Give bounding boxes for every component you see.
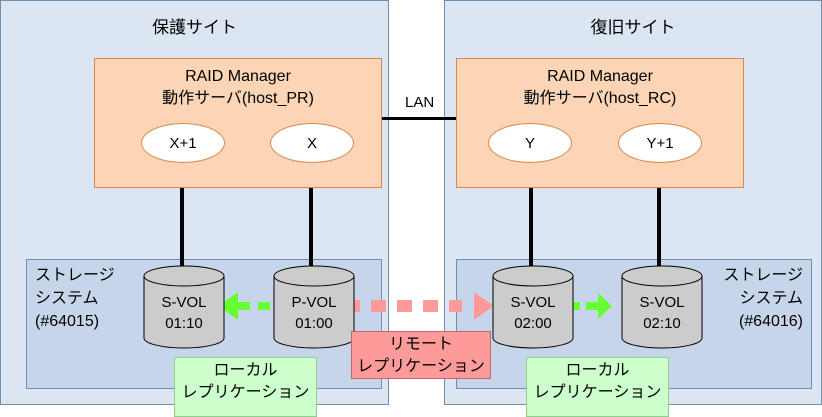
server-host-rc: RAID Manager 動作サーバ(host_RC) Y Y+1 — [456, 58, 744, 188]
local-replication-arrow-right — [567, 293, 612, 319]
server-pr-line2: 動作サーバ(host_PR) — [162, 90, 314, 107]
local-replication-label-right: ローカル レプリケーション — [526, 357, 669, 417]
local-replication-label-left: ローカル レプリケーション — [174, 357, 317, 417]
volume-s-vol-0210-label: S-VOL 02:10 — [622, 292, 702, 334]
cylinder-s-vol-0110 — [143, 265, 225, 349]
server-host-pr: RAID Manager 動作サーバ(host_PR) X+1 X — [94, 58, 382, 188]
volume-s-vol-0110-label: S-VOL 01:10 — [144, 292, 224, 334]
storage-label-right: ストレージ システム (#64016) — [723, 264, 803, 333]
cylinder-s-vol-0210 — [621, 265, 703, 349]
volumes-and-arrows — [143, 265, 703, 349]
server-rc-line2: 動作サーバ(host_RC) — [523, 90, 677, 107]
storage-left-line3: (#64015) — [35, 313, 100, 330]
instance-y: Y — [488, 123, 572, 163]
server-rc-title: RAID Manager 動作サーバ(host_RC) — [457, 66, 743, 110]
local-left-line1: ローカル — [213, 362, 278, 379]
remote-replication-label: リモート レプリケーション — [351, 331, 491, 379]
local-left-line2: レプリケーション — [181, 384, 310, 401]
volume-name: S-VOL — [161, 294, 207, 311]
cylinder-p-vol-0100 — [273, 265, 355, 349]
cylinder-s-vol-0200 — [492, 265, 574, 349]
volume-id: 02:10 — [643, 315, 681, 332]
volume-name: S-VOL — [510, 294, 556, 311]
server-pr-line1: RAID Manager — [185, 68, 291, 85]
storage-label-left: ストレージ システム (#64015) — [35, 264, 115, 333]
connector-y — [529, 160, 533, 270]
volume-id: 02:00 — [514, 315, 552, 332]
volume-id: 01:00 — [295, 315, 333, 332]
server-pr-title: RAID Manager 動作サーバ(host_PR) — [95, 66, 381, 110]
instance-x-plus-1: X+1 — [141, 123, 225, 163]
lan-label: LAN — [405, 94, 435, 111]
connector-x — [309, 160, 313, 270]
storage-right-line1: ストレージ — [723, 267, 803, 284]
local-right-line2: レプリケーション — [533, 384, 662, 401]
connector-x1 — [180, 160, 184, 270]
lan-line — [381, 117, 458, 120]
protection-site-title: 保護サイト — [152, 18, 237, 37]
storage-right-line2: システム — [739, 290, 803, 307]
volume-p-vol-0100-label: P-VOL 01:00 — [274, 292, 354, 334]
volume-name: S-VOL — [639, 294, 685, 311]
recovery-site-title: 復旧サイト — [590, 18, 676, 37]
volume-id: 01:10 — [165, 315, 203, 332]
instance-y-plus-1: Y+1 — [618, 123, 702, 163]
connector-y1 — [657, 160, 661, 270]
remote-line2: レプリケーション — [357, 358, 485, 375]
volume-s-vol-0200-label: S-VOL 02:00 — [493, 292, 573, 334]
local-right-line1: ローカル — [565, 362, 630, 379]
storage-left-line2: システム — [35, 290, 99, 307]
server-rc-line1: RAID Manager — [547, 68, 653, 85]
remote-replication-arrow — [345, 292, 494, 320]
remote-line1: リモート — [388, 336, 453, 353]
storage-left-line1: ストレージ — [35, 267, 115, 284]
instance-x: X — [270, 123, 354, 163]
local-replication-arrow-left — [218, 292, 270, 320]
volume-name: P-VOL — [291, 294, 337, 311]
storage-right-line3: (#64016) — [738, 313, 803, 330]
